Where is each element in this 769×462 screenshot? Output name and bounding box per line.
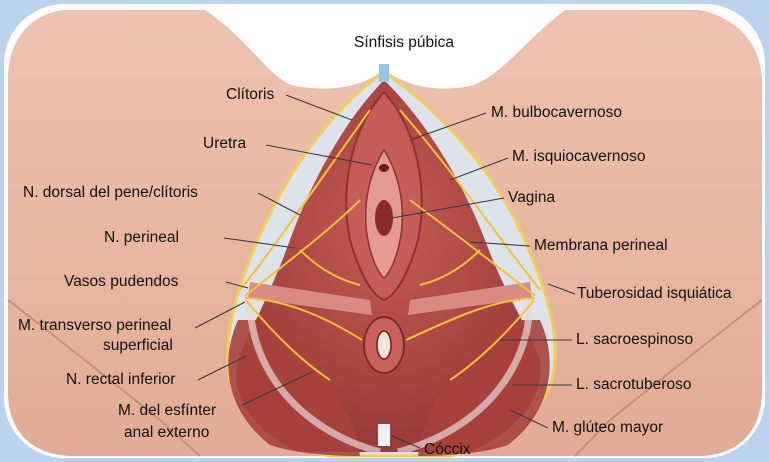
label-esfinter-2: anal externo xyxy=(124,424,209,441)
label-sacroespinoso: L. sacroespinoso xyxy=(576,331,693,348)
label-dorsal: N. dorsal del pene/clítoris xyxy=(23,184,198,201)
label-gluteo: M. glúteo mayor xyxy=(552,419,663,436)
label-coccix: Cóccix xyxy=(424,441,471,458)
label-transverso-1: M. transverso perineal xyxy=(18,317,171,334)
label-membrana: Membrana perineal xyxy=(534,237,668,254)
coccyx xyxy=(378,424,390,446)
label-perineal: N. perineal xyxy=(104,229,179,246)
anus xyxy=(377,331,391,359)
label-esfinter-1: M. del esfínter xyxy=(118,402,216,419)
label-sinfisis: Sínfisis púbica xyxy=(354,34,454,51)
label-vasos: Vasos pudendos xyxy=(64,273,179,290)
label-tuberosidad: Tuberosidad isquiática xyxy=(577,285,732,302)
label-transverso-2: superficial xyxy=(103,337,173,354)
urethral-opening xyxy=(379,164,389,172)
label-vagina: Vagina xyxy=(508,189,555,206)
label-isquiocavernoso: M. isquiocavernoso xyxy=(512,148,646,165)
label-uretra: Uretra xyxy=(203,135,246,152)
vaginal-opening xyxy=(375,200,393,236)
label-sacrotuberoso: L. sacrotuberoso xyxy=(576,376,691,393)
label-rectal: N. rectal inferior xyxy=(66,371,175,388)
label-bulbocavernoso: M. bulbocavernoso xyxy=(491,104,622,121)
pubic-symphysis xyxy=(379,64,389,82)
label-clitoris: Clítoris xyxy=(226,86,274,103)
